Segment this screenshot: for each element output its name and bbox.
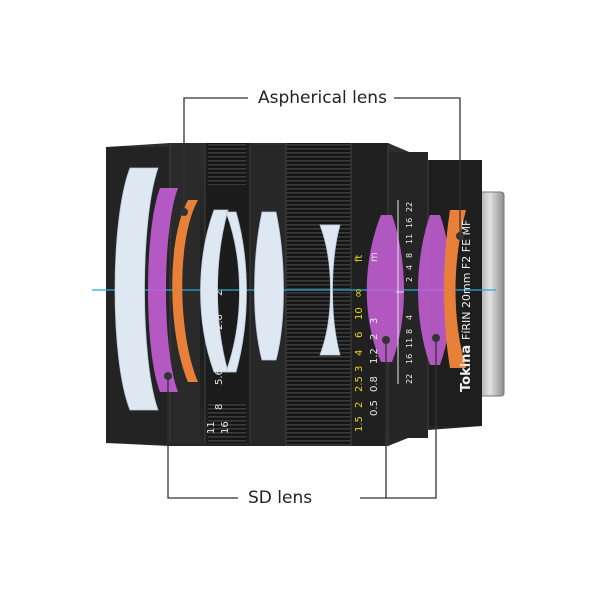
callout-dot <box>164 372 172 380</box>
distance-ft-value: 3 <box>354 366 365 372</box>
sd-lens-rear-2 <box>418 215 452 365</box>
callout-dot <box>432 334 440 342</box>
dof-value: 22 <box>405 202 414 212</box>
focus-ring <box>286 143 351 446</box>
dof-value: 2 <box>405 277 414 282</box>
aspherical-leader <box>394 97 461 236</box>
aspherical-leader <box>183 97 248 212</box>
distance-m-value: 0.8 <box>369 376 380 392</box>
sd-lens-front <box>148 188 178 392</box>
distance-ft-value: 1.5 <box>354 416 365 432</box>
distance-scale-m: m 3 2 1.2 0.8 0.5 <box>369 252 380 416</box>
sd-lens-label: SD lens <box>243 487 318 509</box>
dof-value: 11 <box>405 338 414 348</box>
aperture-value: 2.8 <box>214 314 225 330</box>
distance-ft-value: ∞ <box>351 288 365 298</box>
aperture-value: 2 <box>214 290 225 296</box>
lens-element-5 <box>225 211 247 373</box>
callout-dot <box>180 208 188 216</box>
dof-value: 16 <box>405 218 414 228</box>
sd-lens-rear-1 <box>366 215 404 362</box>
distance-scale-ft: ft ∞ 10 6 4 3 2.5 2 1.5 <box>351 255 365 432</box>
sd-leader <box>386 338 437 499</box>
dof-value: 4 <box>405 315 414 320</box>
distance-m-value: 2 <box>369 334 380 340</box>
callout-dots <box>164 208 464 380</box>
dof-value: 16 <box>405 354 414 364</box>
aspherical-lens-front <box>172 200 198 382</box>
callout-leaders <box>167 97 461 499</box>
dof-value: 22 <box>405 374 414 384</box>
aperture-value: 16 <box>220 421 231 434</box>
distance-ft-value: 6 <box>354 332 365 338</box>
distance-ft-value: 10 <box>354 307 365 320</box>
distance-ft-value: 2 <box>354 402 365 408</box>
aperture-value: 11 <box>206 421 217 434</box>
aperture-scale: 2 2.8 4 5.6 8 11 16 <box>206 290 231 434</box>
aspherical-lens-rear <box>444 210 466 368</box>
callout-dot <box>382 336 390 344</box>
lens-element-1 <box>114 167 159 411</box>
aperture-value: 5.6 <box>214 369 225 385</box>
aperture-value: 8 <box>214 404 225 410</box>
dof-value: 4 <box>405 265 414 270</box>
model-name: FíRIN 20mm F2 FE MF <box>460 220 473 340</box>
distance-ft-value: 2.5 <box>354 376 365 392</box>
aperture-value: 4 <box>214 352 225 358</box>
barrel-lettering: Tokina FíRIN 20mm F2 FE MF <box>459 220 474 392</box>
callout-dot <box>456 232 464 240</box>
distance-ft-value: 4 <box>354 350 365 356</box>
dof-tick-marks <box>396 200 404 384</box>
lens-element-7 <box>319 224 341 356</box>
dof-value: 8 <box>405 253 414 258</box>
unit-m: m <box>369 252 380 262</box>
dof-value: 11 <box>405 234 414 244</box>
lens-element-6 <box>254 211 284 361</box>
dof-scale: 22 16 11 8 4 2 4 8 11 16 22 <box>405 202 414 384</box>
aspherical-lens-label: Aspherical lens <box>253 87 392 109</box>
dof-value: 8 <box>405 329 414 334</box>
brand-name: Tokina <box>459 345 474 392</box>
unit-ft: ft <box>354 255 365 262</box>
distance-m-value: 0.5 <box>369 400 380 416</box>
sd-leader <box>167 376 238 499</box>
lens-elements <box>114 167 466 411</box>
distance-m-value: 3 <box>369 318 380 324</box>
distance-m-value: 1.2 <box>369 348 380 364</box>
